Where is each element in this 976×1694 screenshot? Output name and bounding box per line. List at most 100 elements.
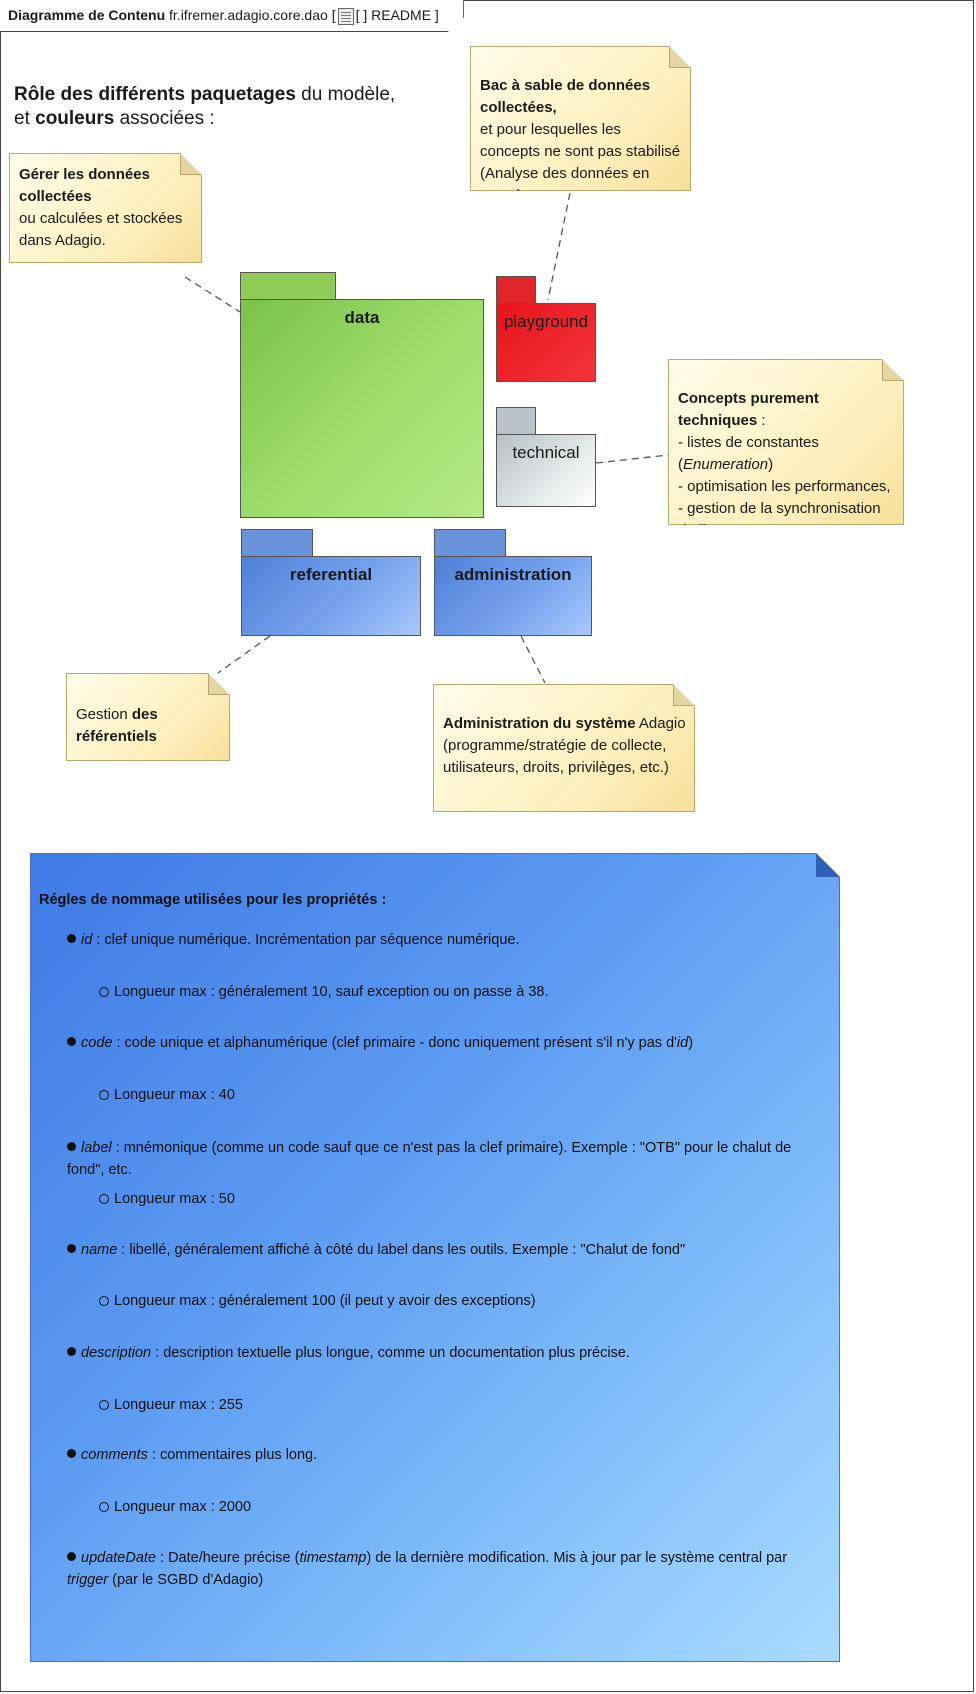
- rule-key: id: [81, 932, 93, 948]
- rule-key: name: [81, 1242, 118, 1258]
- rule-sub-text: Longueur max : généralement 100 (il peut…: [114, 1293, 536, 1309]
- document-icon[interactable]: [338, 8, 354, 25]
- bullet-icon: [67, 1142, 76, 1151]
- frame-package: fr.ifremer.adagio.core.dao: [169, 7, 328, 23]
- package-playground[interactable]: playground: [496, 276, 596, 382]
- rule-item: description : description textuelle plus…: [67, 1342, 819, 1364]
- note-technical-title: Concepts purement techniques: [678, 390, 819, 429]
- rule-sub-item: Longueur max : 40: [99, 1084, 235, 1106]
- note-playground-title: Bac à sable de données collectées,: [480, 77, 651, 116]
- note-technical-line2: - optimisation les performances,: [678, 478, 891, 495]
- note-technical-line1-em: Enumeration: [683, 456, 769, 473]
- bullet-icon: [67, 1244, 76, 1253]
- rule-text-3: (par le SGBD d'Adagio): [108, 1572, 264, 1588]
- bullet-icon: [67, 1449, 76, 1458]
- note-administration-text2: (programme/stratégie de collecte, utilis…: [443, 737, 669, 776]
- naming-rules-note: Régles de nommage utilisées pour les pro…: [30, 853, 840, 1662]
- circle-bullet-icon: [99, 1194, 109, 1204]
- note-technical-line1-pre: - listes de constantes (: [678, 434, 819, 473]
- frame-readme-link[interactable]: [ ] README ]: [355, 7, 439, 23]
- rule-item: name : libellé, généralement affiché à c…: [67, 1239, 819, 1261]
- bullet-icon: [67, 934, 76, 943]
- intro-bold-1: Rôle des différents paquetages: [14, 84, 296, 105]
- note-referential-text: Gestion: [76, 706, 132, 723]
- intro-text: Rôle des différents paquetages du modèle…: [14, 83, 395, 131]
- note-administration-title: Administration du système: [443, 715, 636, 732]
- rule-text: : clef unique numérique. Incrémentation …: [92, 932, 520, 948]
- note-administration-text1: Adagio: [635, 715, 686, 732]
- note-technical-line1-post: ): [768, 456, 774, 473]
- rule-sub-item: Longueur max : 255: [99, 1394, 243, 1416]
- note-data: Gérer les données collectées ou calculée…: [9, 153, 202, 263]
- circle-bullet-icon: [99, 987, 109, 997]
- note-technical-suffix: :: [757, 412, 766, 429]
- naming-rules-title: Régles de nommage utilisées pour les pro…: [39, 892, 387, 908]
- rule-sub-item: Longueur max : généralement 10, sauf exc…: [99, 981, 549, 1003]
- rule-text: : commentaires plus long.: [147, 1447, 318, 1463]
- package-data-tab: [240, 272, 336, 300]
- package-technical-tab: [496, 407, 536, 435]
- intro-text-1: du modèle,: [295, 84, 396, 105]
- rule-key: comments: [81, 1447, 148, 1463]
- rule-item: code : code unique et alphanumérique (cl…: [67, 1032, 819, 1054]
- note-data-text: ou calculées et stockées dans Adagio.: [19, 210, 183, 249]
- rule-key: description: [81, 1345, 152, 1361]
- note-administration: Administration du système Adagio (progra…: [433, 684, 695, 812]
- rule-text: : mnémonique (comme un code sauf que ce …: [67, 1140, 792, 1178]
- rule-text: : description textuelle plus longue, com…: [151, 1345, 630, 1361]
- package-technical-label: technical: [496, 434, 596, 507]
- rule-sub-text: Longueur max : 50: [114, 1191, 235, 1207]
- note-referential-bold: des référentiels: [76, 706, 158, 745]
- intro-text-2: et: [14, 108, 36, 129]
- package-referential-label: referential: [241, 556, 421, 636]
- package-playground-label: playground: [496, 303, 596, 382]
- rule-key: code: [81, 1035, 113, 1051]
- note-referential: Gestion des référentiels: [66, 673, 230, 761]
- package-data-label: data: [240, 299, 484, 518]
- package-playground-tab: [496, 276, 536, 304]
- rule-sub-item: Longueur max : généralement 100 (il peut…: [99, 1290, 536, 1312]
- rule-em-2: trigger: [67, 1572, 109, 1588]
- rule-key: label: [81, 1140, 112, 1156]
- rule-text: : Date/heure précise (: [155, 1550, 300, 1566]
- rule-sub-text: Longueur max : 255: [114, 1397, 243, 1413]
- circle-bullet-icon: [99, 1296, 109, 1306]
- rule-sub-item: Longueur max : 50: [99, 1188, 235, 1210]
- package-data[interactable]: data: [240, 272, 484, 518]
- rule-em: id: [676, 1035, 689, 1051]
- rule-sub-item: Longueur max : 2000: [99, 1496, 251, 1518]
- bullet-icon: [67, 1347, 76, 1356]
- rule-key: updateDate: [81, 1550, 156, 1566]
- rule-item: label : mnémonique (comme un code sauf q…: [67, 1137, 819, 1181]
- intro-bold-2: couleurs: [35, 108, 115, 129]
- frame-kind: Diagramme de Contenu: [8, 7, 166, 23]
- bullet-icon: [67, 1037, 76, 1046]
- rule-em: timestamp: [299, 1550, 367, 1566]
- package-referential-tab: [241, 529, 313, 557]
- rule-item: updateDate : Date/heure précise (timesta…: [67, 1547, 819, 1591]
- rule-text: : libellé, généralement affiché à côté d…: [117, 1242, 686, 1258]
- note-playground: Bac à sable de données collectées, et po…: [470, 46, 691, 191]
- rule-item: comments : commentaires plus long.: [67, 1444, 819, 1466]
- rule-sub-text: Longueur max : 2000: [114, 1499, 252, 1515]
- frame-bracket: [: [331, 7, 336, 23]
- diagram-frame-title: Diagramme de Contenu fr.ifremer.adagio.c…: [0, 0, 464, 32]
- rule-text-2: ) de la dernière modification. Mis à jou…: [366, 1550, 788, 1566]
- circle-bullet-icon: [99, 1090, 109, 1100]
- rule-item: id : clef unique numérique. Incrémentati…: [67, 929, 819, 951]
- rule-text-2: ): [688, 1035, 694, 1051]
- rule-sub-text: Longueur max : 40: [114, 1087, 235, 1103]
- note-technical: Concepts purement techniques : - listes …: [668, 359, 904, 525]
- circle-bullet-icon: [99, 1502, 109, 1512]
- package-administration-label: administration: [434, 556, 592, 636]
- rule-sub-text: Longueur max : généralement 10, sauf exc…: [114, 984, 549, 1000]
- bullet-icon: [67, 1552, 76, 1561]
- package-administration-tab: [434, 529, 506, 557]
- package-referential[interactable]: referential: [241, 529, 421, 636]
- package-administration[interactable]: administration: [434, 529, 592, 636]
- circle-bullet-icon: [99, 1400, 109, 1410]
- rule-text: : code unique et alphanumérique (clef pr…: [112, 1035, 677, 1051]
- note-data-title: Gérer les données collectées: [19, 166, 150, 205]
- package-technical[interactable]: technical: [496, 407, 596, 507]
